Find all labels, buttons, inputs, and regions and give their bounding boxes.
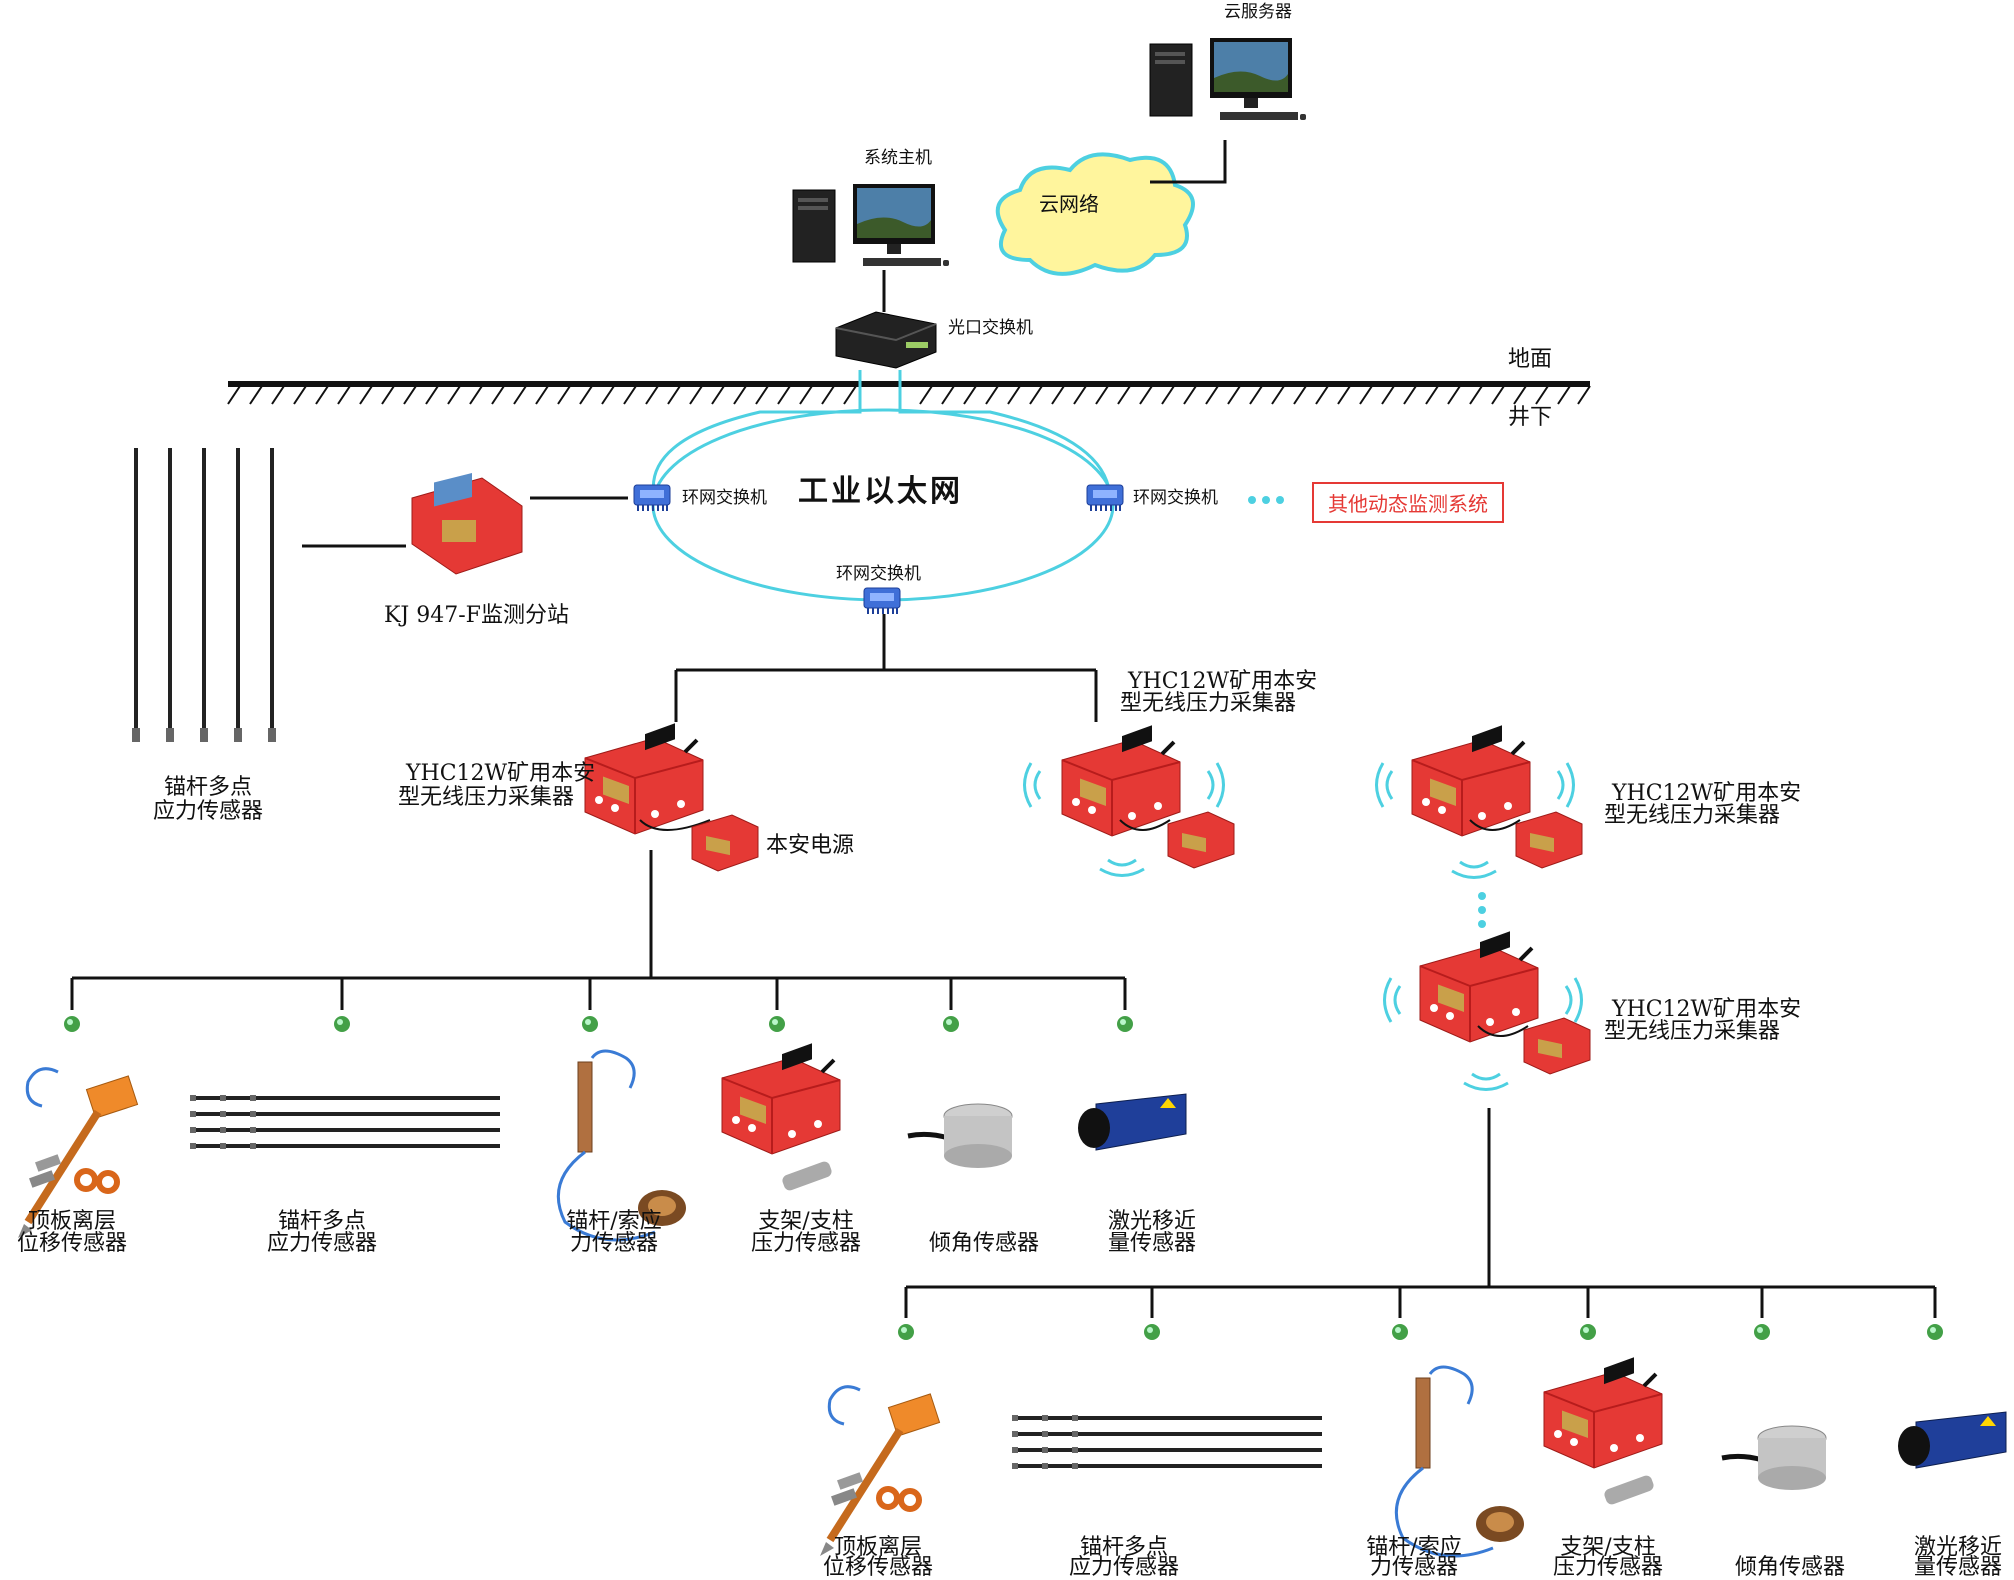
ring-title: 工业以太网 bbox=[798, 474, 963, 509]
collector-right-bottom-icon bbox=[1418, 929, 1540, 1044]
support-pressure-sensor-2-icon bbox=[1544, 1357, 1662, 1506]
ring-switch-bottom-icon bbox=[863, 587, 901, 615]
system-host-icon bbox=[792, 183, 950, 267]
sensor4-label-1: 支架/支柱 bbox=[758, 1209, 854, 1234]
vertical-dots bbox=[1478, 892, 1486, 928]
sensor6-label-2: 量传感器 bbox=[1107, 1231, 1197, 1256]
collector-left-label-1: YHC12W矿用本安 bbox=[406, 761, 596, 786]
sensor9-label-2: 力传感器 bbox=[1369, 1555, 1459, 1580]
ring-switch-left-icon bbox=[633, 484, 671, 512]
cloud-server-link bbox=[1150, 140, 1227, 184]
collector-right-bottom-label-2: 型无线压力采集器 bbox=[1604, 1019, 1781, 1044]
cloud-network-label: 云网络 bbox=[1039, 192, 1099, 216]
cloud-network-icon bbox=[995, 152, 1195, 276]
vertical-rods-label-2: 应力传感器 bbox=[152, 799, 264, 824]
fiber-link-left bbox=[651, 370, 862, 501]
sensor1-label-1: 顶板离层 bbox=[27, 1209, 117, 1234]
laser-convergence-sensor-2-icon bbox=[1897, 1411, 2007, 1469]
ring-switch-left-label: 环网交换机 bbox=[682, 488, 767, 508]
roof-displacement-sensor-2-icon bbox=[820, 1387, 940, 1556]
collector-mid-label-1: YHC12W矿用本安 bbox=[1128, 669, 1318, 694]
substation-icon bbox=[411, 473, 523, 575]
collector-right-bottom-label-1: YHC12W矿用本安 bbox=[1612, 997, 1802, 1022]
substation-label: KJ 947-F监测分站 bbox=[384, 603, 569, 628]
underground-label: 井下 bbox=[1508, 405, 1553, 430]
sensor2-label-1: 锚杆多点 bbox=[277, 1209, 367, 1234]
sensor10-label-1: 支架/支柱 bbox=[1560, 1535, 1656, 1560]
sensor6-label-1: 激光移近 bbox=[1107, 1209, 1197, 1234]
row2-nodes bbox=[898, 1324, 1943, 1340]
bolt-cable-sensor-2-icon bbox=[1394, 1365, 1526, 1558]
sensor8-label-1: 锚杆多点 bbox=[1079, 1535, 1169, 1560]
inclination-sensor-2-icon bbox=[1722, 1426, 1826, 1490]
rod-multipoint-sensor-2-icon bbox=[1010, 1413, 1324, 1471]
ring-switch-right-label: 环网交换机 bbox=[1133, 488, 1218, 508]
sensor5-label-2: 倾角传感器 bbox=[928, 1231, 1040, 1256]
sensor11-label-2: 倾角传感器 bbox=[1734, 1555, 1846, 1580]
collector-left-label-2: 型无线压力采集器 bbox=[398, 785, 575, 810]
ring-switch-right-icon bbox=[1086, 484, 1124, 512]
sensor9-label-1: 锚杆/索应 bbox=[1366, 1535, 1462, 1560]
sensor12-label-1: 激光移近 bbox=[1913, 1535, 2003, 1560]
vertical-rods-icon bbox=[134, 448, 274, 740]
sensor3-label-2: 力传感器 bbox=[569, 1231, 659, 1256]
collector-mid-icon bbox=[1060, 723, 1182, 838]
sensor2-label-2: 应力传感器 bbox=[266, 1231, 378, 1256]
collector-right-top-icon bbox=[1410, 723, 1532, 838]
more-dots bbox=[1248, 496, 1284, 504]
collector-right-top-label-2: 型无线压力采集器 bbox=[1604, 803, 1781, 828]
other-systems-box: 其他动态监测系统 bbox=[1312, 482, 1504, 523]
rod-multipoint-sensor-icon bbox=[188, 1093, 502, 1151]
optical-switch-label: 光口交换机 bbox=[948, 318, 1033, 338]
sensor10-label-2: 压力传感器 bbox=[1552, 1555, 1664, 1580]
power-supply-label: 本安电源 bbox=[766, 833, 855, 858]
ring-switch-bottom-label: 环网交换机 bbox=[836, 564, 921, 584]
sensor1-label-2: 位移传感器 bbox=[16, 1231, 128, 1256]
collector-mid-label-2: 型无线压力采集器 bbox=[1120, 691, 1297, 716]
system-host-label: 系统主机 bbox=[864, 148, 932, 168]
sensor7-label-2: 位移传感器 bbox=[822, 1555, 934, 1580]
cloud-server-icon bbox=[1149, 37, 1307, 121]
laser-convergence-sensor-icon bbox=[1077, 1093, 1187, 1151]
inclination-sensor-icon bbox=[908, 1104, 1012, 1168]
support-pressure-sensor-icon bbox=[722, 1043, 840, 1192]
collector-left-icon bbox=[583, 721, 705, 836]
collector-power-cable bbox=[639, 819, 711, 831]
sensor8-label-2: 应力传感器 bbox=[1068, 1555, 1180, 1580]
cloud-server-label: 云服务器 bbox=[1224, 2, 1292, 22]
ground-hatch bbox=[227, 385, 1591, 405]
sensor7-label-1: 顶板离层 bbox=[833, 1535, 923, 1560]
row1-nodes bbox=[64, 1016, 1133, 1032]
sensor4-label-2: 压力传感器 bbox=[750, 1231, 862, 1256]
ground-label: 地面 bbox=[1508, 347, 1553, 372]
optical-switch-icon bbox=[835, 311, 937, 369]
vertical-rods-label-1: 锚杆多点 bbox=[163, 775, 253, 800]
sensor12-label-2: 量传感器 bbox=[1913, 1555, 2003, 1580]
collector-right-top-label-1: YHC12W矿用本安 bbox=[1612, 781, 1802, 806]
sensor3-label-1: 锚杆/索应 bbox=[566, 1209, 662, 1234]
